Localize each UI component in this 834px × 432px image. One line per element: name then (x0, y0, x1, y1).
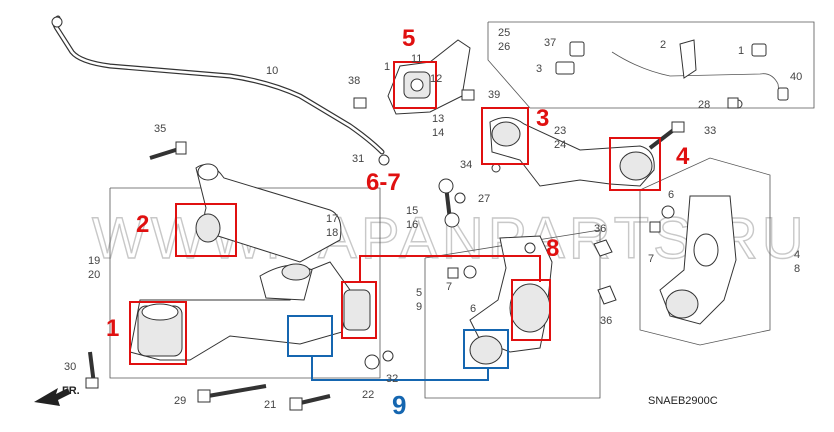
part-36b: 36 (600, 315, 612, 327)
callout-9: 9 (392, 390, 406, 420)
box-8b (341, 281, 377, 339)
part-2: 2 (660, 39, 666, 51)
part-22: 22 (362, 389, 374, 401)
part-32: 32 (386, 373, 398, 385)
box-3 (481, 107, 529, 165)
stabilizer-bracket (387, 39, 471, 115)
part-20: 20 (88, 269, 100, 281)
part-1a: 1 (384, 61, 390, 73)
part-30: 30 (64, 361, 76, 373)
part-33: 33 (704, 125, 716, 137)
part-27: 27 (478, 193, 490, 205)
sensor-kit-parts (555, 39, 789, 109)
box-9-connector (311, 356, 489, 381)
part-number-labels: 10 11 1 12 13 14 25 26 37 3 2 1 40 28 38… (64, 27, 802, 411)
part-24: 24 (554, 139, 566, 151)
part-13: 13 (432, 113, 444, 125)
hub-knuckle (659, 195, 737, 325)
box-5 (393, 61, 437, 109)
sensor-kit-frame (487, 21, 815, 109)
callout-3: 3 (536, 105, 549, 132)
part-25: 25 (498, 27, 510, 39)
stabilizer-link (438, 178, 460, 228)
part-6a: 6 (470, 303, 476, 315)
part-4: 4 (794, 249, 800, 261)
callout-4: 4 (676, 143, 690, 170)
part-21: 21 (264, 399, 276, 411)
box-9a (287, 315, 333, 357)
subframe-frame (109, 187, 381, 379)
callout-8: 8 (546, 235, 559, 262)
part-18: 18 (326, 227, 338, 239)
lower-control-arm (489, 117, 655, 187)
part-28: 28 (698, 99, 710, 111)
part-11: 11 (411, 53, 422, 65)
part-23: 23 (554, 125, 566, 137)
part-38: 38 (348, 75, 360, 87)
diagram-code: SNAEB2900C (648, 395, 718, 407)
part-8: 8 (794, 263, 800, 275)
part-29: 29 (174, 395, 186, 407)
front-direction-arrow: FR. (34, 385, 80, 406)
part-35: 35 (154, 123, 166, 135)
blue-callout-boxes (287, 315, 509, 381)
part-19: 19 (88, 255, 100, 267)
part-1b: 1 (738, 45, 744, 57)
part-15: 15 (406, 205, 418, 217)
part-9: 9 (416, 301, 422, 313)
part-40: 40 (790, 71, 802, 83)
part-16: 16 (406, 219, 418, 231)
arrow-icon (34, 388, 70, 406)
part-10: 10 (266, 65, 278, 77)
part-7a: 7 (446, 281, 452, 293)
hub-frame (639, 157, 771, 346)
part-36a: 36 (594, 223, 606, 235)
small-parts (364, 205, 675, 370)
box-2 (175, 203, 237, 257)
callout-1: 1 (106, 315, 119, 342)
part-3: 3 (536, 63, 542, 75)
part-26: 26 (498, 41, 510, 53)
direction-label: FR. (62, 385, 80, 397)
part-6b: 6 (668, 189, 674, 201)
box-1 (129, 301, 187, 365)
part-37: 37 (544, 37, 556, 49)
part-14: 14 (432, 127, 444, 139)
part-17: 17 (326, 213, 338, 225)
callout-6-7: 6-7 (366, 169, 401, 196)
part-7b: 7 (648, 253, 654, 265)
part-39: 39 (488, 89, 500, 101)
part-5: 5 (416, 287, 422, 299)
part-31: 31 (352, 153, 364, 165)
part-34: 34 (460, 159, 472, 171)
callout-2: 2 (136, 211, 149, 238)
callout-5: 5 (402, 25, 415, 52)
box-4 (609, 137, 661, 191)
red-callout-boxes (129, 61, 661, 365)
upper-control-arm (195, 163, 342, 263)
stabilizer-bar (51, 15, 385, 155)
box-9b (463, 329, 509, 369)
box-8 (511, 279, 551, 341)
bolts (85, 89, 739, 411)
trailing-arm (129, 261, 371, 361)
part-12: 12 (430, 73, 442, 85)
